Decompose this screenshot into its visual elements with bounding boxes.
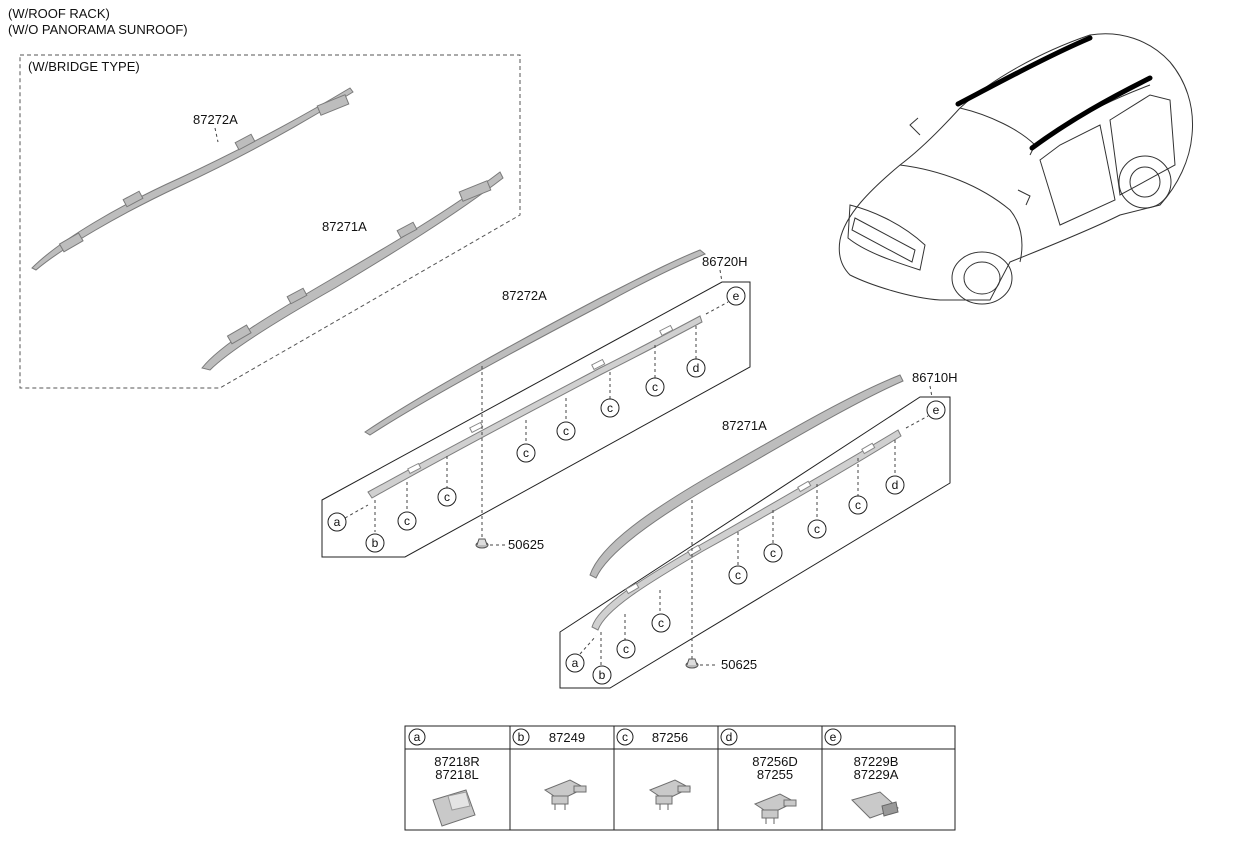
- callout-e-right: e: [926, 400, 946, 420]
- svg-text:d: d: [693, 361, 700, 375]
- clip-50625-right[interactable]: [685, 658, 699, 669]
- svg-text:c: c: [444, 490, 450, 504]
- legend-key-b: b: [512, 728, 530, 746]
- roof-rail-right[interactable]: [589, 374, 904, 579]
- roof-rail-bridge-lower[interactable]: [201, 171, 504, 371]
- part-label-86710H: 86710H: [912, 370, 958, 385]
- callout-c1-mid: c: [397, 511, 417, 531]
- callout-c1-right: c: [616, 639, 636, 659]
- header-line-2: (W/O PANORAMA SUNROOF): [8, 22, 188, 37]
- leader-e-right: [905, 415, 929, 429]
- callout-c5-right: c: [807, 519, 827, 539]
- legend-d-part-2: 87255: [757, 767, 793, 782]
- legend-key-d: d: [720, 728, 738, 746]
- callout-c4-mid: c: [556, 421, 576, 441]
- leader-a-right: [579, 635, 597, 655]
- legend-table: [404, 725, 956, 831]
- svg-text:c: c: [855, 498, 861, 512]
- legend-d-image: [753, 793, 797, 824]
- callout-b-right: b: [592, 665, 612, 685]
- roof-rail-bridge-upper[interactable]: [31, 87, 354, 271]
- callout-c3-mid: c: [516, 443, 536, 463]
- svg-text:c: c: [770, 546, 776, 560]
- svg-text:b: b: [372, 536, 379, 550]
- svg-text:d: d: [892, 478, 899, 492]
- svg-text:c: c: [607, 401, 613, 415]
- roof-moulding-right[interactable]: [591, 429, 902, 631]
- svg-text:d: d: [726, 730, 733, 744]
- bridge-type-label: (W/BRIDGE TYPE): [28, 59, 140, 74]
- roof-moulding-mid[interactable]: [367, 315, 703, 499]
- svg-text:c: c: [735, 568, 741, 582]
- legend-c-image: [648, 779, 692, 810]
- svg-text:b: b: [518, 730, 525, 744]
- callout-b-mid: b: [365, 533, 385, 553]
- svg-text:c: c: [404, 514, 410, 528]
- part-label-87272A-mid: 87272A: [502, 288, 547, 303]
- leader-87272A-bridge: [214, 127, 219, 143]
- callout-c5-mid: c: [600, 398, 620, 418]
- part-label-50625-mid: 50625: [508, 537, 544, 552]
- header-line-1: (W/ROOF RACK): [8, 6, 110, 21]
- callout-c6-right: c: [848, 495, 868, 515]
- leader-86720H: [719, 269, 723, 283]
- svg-text:a: a: [572, 656, 579, 670]
- legend-b-image: [543, 779, 587, 810]
- legend-a-part-2: 87218L: [435, 767, 478, 782]
- bridge-type-box: [19, 54, 521, 389]
- svg-text:c: c: [523, 446, 529, 460]
- svg-text:e: e: [933, 403, 940, 417]
- mould-box-right: [559, 396, 951, 689]
- callout-c4-right: c: [763, 543, 783, 563]
- svg-text:c: c: [622, 730, 628, 744]
- part-label-87272A-bridge: 87272A: [193, 112, 238, 127]
- leader-86710H: [929, 385, 933, 398]
- legend-c-head: 87256: [652, 730, 688, 745]
- callout-c6-mid: c: [645, 377, 665, 397]
- part-label-86720H: 86720H: [702, 254, 748, 269]
- callout-c2-right: c: [651, 613, 671, 633]
- callout-a-mid: a: [327, 512, 347, 532]
- leader-e-mid: [705, 301, 729, 315]
- roof-rail-mid[interactable]: [364, 249, 706, 436]
- callout-d-mid: d: [686, 358, 706, 378]
- legend-e-image: [851, 791, 899, 819]
- part-label-87271A-bridge: 87271A: [322, 219, 367, 234]
- svg-text:c: c: [814, 522, 820, 536]
- svg-text:b: b: [599, 668, 606, 682]
- vehicle-illustration: [838, 33, 1194, 305]
- legend-d-part-1: 87256D: [752, 754, 798, 769]
- legend-b-head: 87249: [549, 730, 585, 745]
- legend-e-part-2: 87229A: [854, 767, 899, 782]
- legend-a-part-1: 87218R: [434, 754, 480, 769]
- svg-text:c: c: [623, 642, 629, 656]
- leader-a-mid: [344, 504, 369, 519]
- clip-50625-mid[interactable]: [475, 538, 489, 549]
- legend-key-e: e: [824, 728, 842, 746]
- legend-key-a: a: [408, 728, 426, 746]
- svg-text:a: a: [334, 515, 341, 529]
- svg-text:e: e: [830, 730, 837, 744]
- callout-c3-right: c: [728, 565, 748, 585]
- callout-a-right: a: [565, 653, 585, 673]
- legend-e-part-1: 87229B: [854, 754, 899, 769]
- svg-text:c: c: [563, 424, 569, 438]
- callout-e-mid: e: [726, 286, 746, 306]
- legend-a-image: [432, 789, 476, 827]
- svg-text:e: e: [733, 289, 740, 303]
- legend-key-c: c: [616, 728, 634, 746]
- part-label-50625-right: 50625: [721, 657, 757, 672]
- svg-text:c: c: [658, 616, 664, 630]
- callout-c2-mid: c: [437, 487, 457, 507]
- svg-text:a: a: [414, 730, 421, 744]
- svg-text:c: c: [652, 380, 658, 394]
- part-label-87271A-right: 87271A: [722, 418, 767, 433]
- callout-d-right: d: [885, 475, 905, 495]
